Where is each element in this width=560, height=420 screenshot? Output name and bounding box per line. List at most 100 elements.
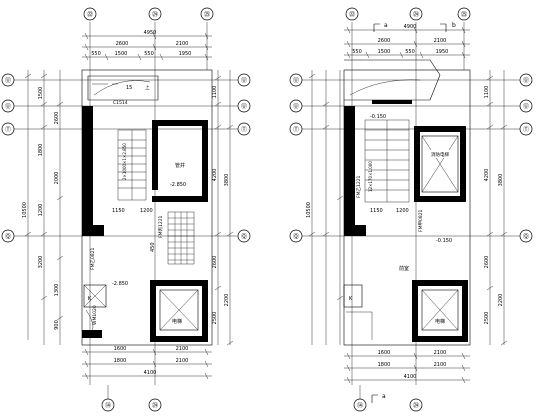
right-grid-right-3: Ⓣ <box>523 126 529 134</box>
left-dim-left-1: 1500 <box>38 87 44 100</box>
right-dims-top: 4900 2600 2100 550 1500 550 1950 <box>344 24 470 59</box>
left-dim-left-5: 2600 <box>54 112 60 125</box>
right-dim-top-2600: 2600 <box>378 38 391 44</box>
right-dim-top-550b: 550 <box>405 49 415 55</box>
right-mark-a-bottom: a <box>382 393 386 400</box>
left-dim-right-1: 1100 <box>212 86 218 99</box>
left-room-elevator: 电梯 <box>172 318 182 325</box>
right-room-elev-top: 消防电梯 <box>431 151 449 158</box>
left-dim-top-2600: 2600 <box>116 41 129 47</box>
right-room-hall: 前室 <box>399 265 409 272</box>
right-dim-left-total: 10500 <box>306 202 312 218</box>
left-grid-top-1: ㉒ <box>87 11 93 19</box>
left-grid-top-3: ㉕ <box>204 11 210 19</box>
left-plan: ㉒ ㉔ ㉕ 4950 2600 2100 550 1500 550 1950 <box>1 7 251 412</box>
left-dim-left-7: 1300 <box>54 284 60 297</box>
right-fire-elevator: 消防电梯 <box>421 135 459 193</box>
left-dim-450: 450 <box>150 242 156 252</box>
left-dim-bot-1600: 1600 <box>114 346 127 352</box>
right-dim-top-1500: 1500 <box>378 49 391 55</box>
left-dim-top-1500: 1500 <box>115 51 128 57</box>
right-grid-top-3: ㉕ <box>461 11 467 19</box>
right-dims-left: 10500 <box>306 70 344 345</box>
left-grid-top: ㉒ ㉔ ㉕ <box>83 7 214 385</box>
left-dim-top-550b: 550 <box>144 51 154 57</box>
left-room-k: K <box>88 296 92 302</box>
left-dims-right: 1100 4200 3800 2600 2500 2200 <box>212 70 234 346</box>
left-grid-left-4: Ⓠ <box>5 233 11 241</box>
right-k-box: K <box>343 284 373 340</box>
left-room-shaft: 管井 <box>175 162 185 169</box>
left-dim-left-8: 900 <box>54 320 60 330</box>
right-dim-1150: 1150 <box>370 208 383 214</box>
right-stair-flight: 12×170×1.000 -0.150 <box>364 114 410 203</box>
right-grid-left-1: Ⓤ <box>293 77 299 85</box>
left-dim-right-3: 3800 <box>224 174 230 187</box>
right-grid-right: Ⓤ Ⓤ Ⓣ Ⓠ <box>519 73 533 243</box>
left-door-fm1: FM丙1221 <box>158 215 164 238</box>
right-dim-bot-2100b: 2100 <box>434 362 447 368</box>
left-k-box: K <box>83 284 107 339</box>
left-grid-bottom-2: ㉔ <box>152 402 158 410</box>
right-dim-right-5: 2500 <box>484 312 490 325</box>
left-dim-left-total: 10500 <box>22 202 28 218</box>
right-plan: ㉒ ㉔ ㉕ a b 4900 2600 2100 550 1500 550 19… <box>289 7 533 412</box>
svg-text:2×1000×1×2.850: 2×1000×1×2.850 <box>122 143 127 180</box>
left-grid-bottom-1: ⑭ <box>105 402 111 410</box>
right-grid-right-2: Ⓤ <box>523 103 529 111</box>
right-grid-top-2: ㉔ <box>413 11 419 19</box>
right-grid-left-3: Ⓣ <box>293 126 299 134</box>
left-grid-right-2: Ⓤ <box>241 103 247 111</box>
left-grid-left-2: Ⓤ <box>5 103 11 111</box>
left-dim-left-3: 1200 <box>38 204 44 217</box>
right-room-k: K <box>349 296 353 302</box>
left-grid-right-1: Ⓤ <box>241 77 247 85</box>
right-elev-top: -0.150 <box>370 114 386 120</box>
left-dim-top-550a: 550 <box>91 51 101 57</box>
left-stair-arrow: 上 <box>145 84 150 91</box>
right-grid-left-2: Ⓤ <box>293 103 299 111</box>
right-grid-left-4: Ⓠ <box>293 233 299 241</box>
right-grid-right-1: Ⓤ <box>523 77 529 85</box>
right-mark-b: b <box>452 22 456 29</box>
right-dim-right-4: 2600 <box>484 256 490 269</box>
left-elev-stair: -2.850 <box>170 182 186 188</box>
right-dim-bot-total: 4100 <box>404 374 417 380</box>
left-dim-top-total: 4950 <box>144 30 157 36</box>
left-dims-bottom: 1600 2100 1800 2100 4100 <box>82 346 212 380</box>
right-grid-bottom-1: ⑭ <box>357 402 363 410</box>
right-grid-right-4: Ⓠ <box>523 233 529 241</box>
right-door-fm1: FM乙1221 <box>355 175 362 198</box>
right-dim-right-3: 3800 <box>498 174 504 187</box>
right-walls <box>344 100 468 342</box>
right-dim-bot-1600: 1600 <box>378 350 391 356</box>
right-dims-bottom: 1600 2100 1800 2100 4100 <box>344 350 470 384</box>
left-dim-right-2: 4200 <box>212 169 218 182</box>
left-dim-right-5: 2500 <box>212 312 218 325</box>
right-grid-top-1: ㉒ <box>349 11 355 19</box>
right-dim-right-2: 4200 <box>484 169 490 182</box>
right-dim-top-550a: 550 <box>352 49 362 55</box>
left-stair-note: C1514 <box>113 100 128 106</box>
left-dims-left: 10500 1500 1800 1200 3200 2600 2000 1300… <box>22 70 64 345</box>
right-room-elevator: 电梯 <box>435 318 445 325</box>
left-grid-right-4: Ⓠ <box>241 233 247 241</box>
left-dim-bot-2100a: 2100 <box>176 346 189 352</box>
left-dim-right-4: 2600 <box>212 256 218 269</box>
left-door-wm: WM1020 <box>92 305 98 325</box>
svg-text:12×170×1.000: 12×170×1.000 <box>368 161 373 192</box>
left-dim-bot-2100b: 2100 <box>176 358 189 364</box>
left-dim-1200: 1200 <box>140 208 153 214</box>
right-dim-1200: 1200 <box>396 208 409 214</box>
right-dim-bot-2100a: 2100 <box>434 350 447 356</box>
right-dims-right: 1100 4200 3800 2600 2500 2200 <box>484 70 508 346</box>
left-dim-left-2: 1800 <box>38 144 44 157</box>
left-grid-left: Ⓤ Ⓤ Ⓣ Ⓠ <box>1 73 238 243</box>
left-elev-lower: -2.850 <box>112 281 128 287</box>
right-grid-bottom-2: ㉔ <box>413 402 419 410</box>
left-elevator: 电梯 <box>159 289 199 331</box>
left-grid-bottom: ⑭ ㉔ <box>101 385 162 412</box>
left-dim-1150: 1150 <box>112 208 125 214</box>
right-dim-top-1950: 1950 <box>436 49 449 55</box>
right-grid-left: Ⓤ Ⓤ Ⓣ Ⓠ <box>289 73 522 243</box>
